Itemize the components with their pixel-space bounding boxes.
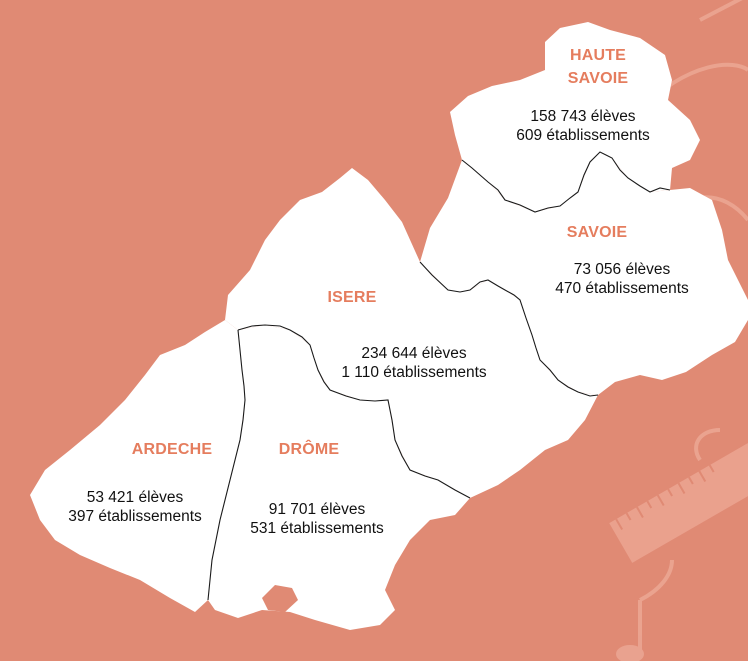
schools-count: 1 110 établissements bbox=[341, 364, 487, 381]
stats-isere: 234 644 élèves 1 110 établissements bbox=[341, 344, 486, 382]
dept-name-savoie: SAVOIE bbox=[566, 224, 628, 241]
stats-savoie: 73 056 élèves 470 établissements bbox=[555, 260, 689, 298]
border-ardeche-drome bbox=[207, 329, 246, 601]
dept-name-line: HAUTE bbox=[569, 47, 627, 64]
region-haute-savoie[interactable] bbox=[450, 22, 700, 212]
set-square-icon bbox=[694, 428, 721, 462]
music-note-icon bbox=[616, 645, 644, 661]
dept-name-line: SAVOIE bbox=[567, 70, 629, 87]
stats-drome: 91 701 élèves 531 établissements bbox=[250, 500, 384, 538]
schools-count: 531 établissements bbox=[250, 520, 384, 537]
region-isere[interactable] bbox=[225, 168, 598, 498]
border-isere-drome bbox=[237, 324, 471, 499]
border-haute-savoie-savoie bbox=[461, 151, 671, 213]
dept-name-ardeche: ARDECHE bbox=[131, 441, 213, 458]
region-drome[interactable] bbox=[208, 325, 470, 630]
border-savoie-isere bbox=[419, 261, 599, 397]
stats-haute-savoie: 158 743 élèves 609 établissements bbox=[516, 107, 650, 145]
students-count: 158 743 élèves bbox=[530, 108, 636, 125]
music-note-icon bbox=[638, 559, 674, 650]
students-count: 73 056 élèves bbox=[573, 261, 671, 278]
schools-count: 397 établissements bbox=[68, 508, 202, 525]
enclave-shape bbox=[262, 585, 298, 612]
students-count: 234 644 élèves bbox=[361, 345, 467, 362]
region-ardeche[interactable] bbox=[30, 320, 245, 612]
stats-ardeche: 53 421 élèves 397 établissements bbox=[68, 488, 202, 526]
ruler-icon bbox=[609, 443, 748, 563]
region-savoie[interactable] bbox=[420, 152, 748, 395]
schools-count: 609 établissements bbox=[516, 127, 650, 144]
department-borders bbox=[207, 151, 671, 601]
students-count: 91 701 élèves bbox=[268, 501, 366, 518]
dept-name-isere: ISERE bbox=[327, 289, 377, 306]
dept-name-haute-savoie: HAUTE SAVOIE bbox=[568, 44, 628, 90]
dept-name-drome: DRÔME bbox=[278, 441, 340, 458]
schools-count: 470 établissements bbox=[555, 280, 689, 297]
background-decorations bbox=[616, 0, 748, 661]
students-count: 53 421 élèves bbox=[86, 489, 184, 506]
